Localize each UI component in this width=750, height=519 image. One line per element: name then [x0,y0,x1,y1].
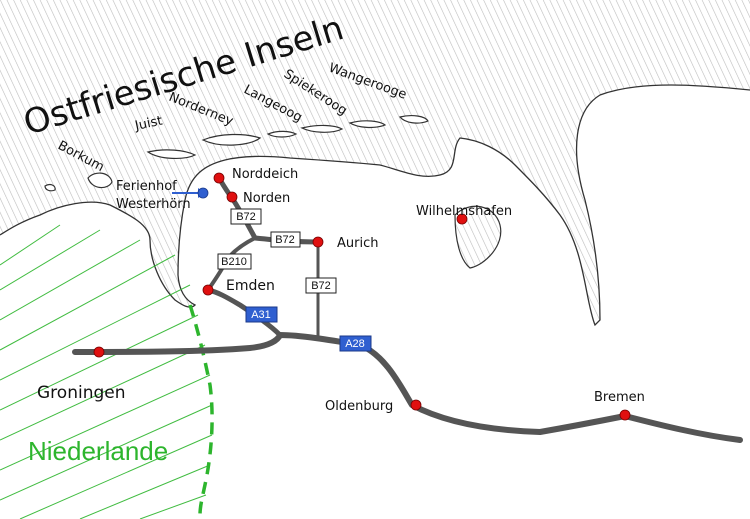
islands-shapes [44,115,429,192]
road-a31-emden [205,287,283,338]
island-label-juist: Juist [133,114,164,135]
svg-text:A31: A31 [251,309,271,321]
sea-area [0,0,750,325]
svg-text:B210: B210 [221,256,247,268]
island-borkum-small [44,184,56,192]
place-label-groningen: Groningen [37,383,126,403]
netherlands-hatching [0,224,213,519]
destination-marker [197,187,209,199]
country-label: Niederlande [28,436,168,466]
place-label-norddeich: Norddeich [232,167,298,182]
coastline [0,84,750,327]
destination-label-line2: Westerhörn [116,197,191,212]
island-borkum [87,172,113,189]
road-shield-a28: A28 [339,335,372,352]
marker-emden [202,284,214,296]
road-b72-norden [216,175,258,241]
island-baltrum [266,130,298,138]
svg-text:B72: B72 [236,211,256,223]
national-border [188,304,214,516]
svg-text:B72: B72 [275,234,295,246]
place-label-norden: Norden [243,191,290,206]
road-shield-b72-mid: B72 [270,231,301,248]
road-shield-a31: A31 [245,306,278,323]
marker-norden [226,191,238,203]
road-a31-a28-main [72,332,743,443]
marker-wilhelmshafen [456,213,468,225]
place-label-aurich: Aurich [337,236,378,251]
city-markers [93,172,631,421]
place-label-bremen: Bremen [594,390,645,405]
island-juist [146,149,197,159]
marker-groningen [93,346,105,358]
marker-bremen [619,409,631,421]
place-label-oldenburg: Oldenburg [325,399,393,414]
marker-norddeich [213,172,225,184]
svg-text:B72: B72 [311,280,331,292]
road-shield-b72-north: B72 [230,208,262,225]
road-shield-b210: B210 [217,253,252,270]
svg-text:A28: A28 [345,338,365,350]
marker-aurich [312,236,324,248]
island-norderney [201,133,262,146]
destination-pointer [172,187,209,199]
destination-label-line1: Ferienhof [116,179,177,194]
place-label-wilhelmshafen: Wilhelmshafen [416,204,512,219]
place-label-emden: Emden [226,278,275,294]
island-wangerooge [398,115,429,124]
island-langeoog [300,124,344,133]
marker-oldenburg [410,399,422,411]
road-shield-b72-south: B72 [305,277,337,294]
island-spiekeroog [348,120,387,129]
